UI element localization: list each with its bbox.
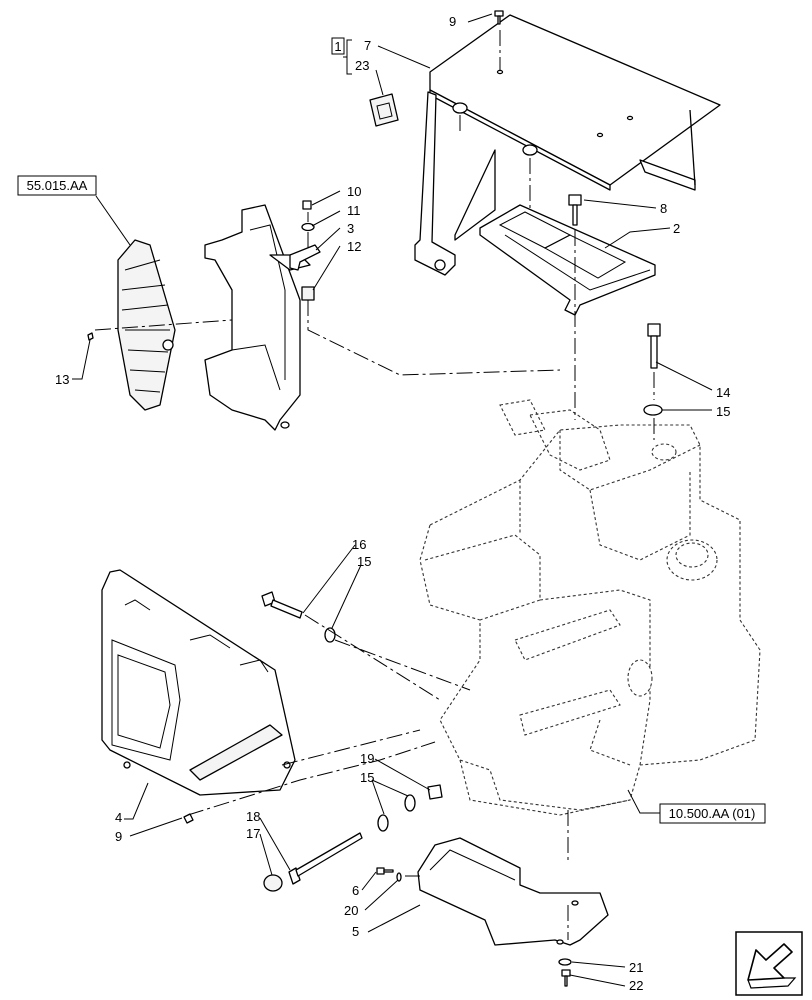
part-11-washer (301, 222, 315, 232)
kit-box: 1 7 23 (331, 37, 371, 73)
callout-14: 14 (716, 385, 730, 400)
callout-23: 23 (355, 58, 369, 73)
part-23-grommet (369, 93, 399, 127)
part-19-nut (427, 784, 443, 800)
callout-3: 3 (347, 221, 354, 236)
callout-11: 11 (347, 203, 361, 218)
callout-16: 16 (352, 537, 366, 552)
part-21-washer (558, 958, 572, 966)
part-20-washer (396, 872, 402, 882)
callouts: 9 10 11 3 12 8 2 13 14 15 16 15 4 9 19 1… (55, 14, 730, 993)
callout-17: 17 (246, 826, 260, 841)
callout-15-mid: 15 (357, 554, 371, 569)
reference-box-electrical[interactable]: 55.015.AA (17, 175, 97, 196)
callout-20: 20 (344, 903, 358, 918)
callout-15-right: 15 (716, 404, 730, 419)
part-7-cover-plate (414, 14, 721, 276)
reference-box-hydraulic[interactable]: 10.500.AA (01) (659, 803, 766, 824)
callout-5: 5 (352, 924, 359, 939)
reference-label-hydraulic[interactable]: 10.500.AA (01) (669, 806, 756, 821)
callout-8: 8 (660, 201, 667, 216)
callout-4: 4 (115, 810, 122, 825)
part-8-bolt (568, 194, 582, 226)
part-15-washer-right (643, 404, 663, 416)
part-15-washers-low (377, 794, 416, 832)
callout-22: 22 (629, 978, 643, 993)
arrow-back-icon[interactable] (735, 931, 803, 996)
center-lines (94, 30, 655, 940)
part-2-bracket (479, 204, 656, 316)
part-5-lower-guard (417, 837, 609, 946)
part-16-bolt (261, 591, 303, 619)
part-12-isolator (301, 286, 315, 301)
callout-9-top: 9 (449, 14, 456, 29)
module-bracket (204, 204, 311, 431)
callout-9-bottom: 9 (115, 829, 122, 844)
callout-21: 21 (629, 960, 643, 975)
callout-2: 2 (673, 221, 680, 236)
callout-13: 13 (55, 372, 69, 387)
part-3-bracket-tab (289, 244, 321, 271)
reference-label-electrical[interactable]: 55.015.AA (27, 178, 88, 193)
part-14-bolt (647, 323, 661, 369)
hydraulic-tank (419, 399, 761, 816)
part-10-bolt (302, 200, 312, 210)
part-18-bolt (288, 832, 363, 885)
callout-6: 6 (352, 883, 359, 898)
kit-box-label: 1 (334, 39, 341, 54)
callout-18: 18 (246, 809, 260, 824)
callout-12: 12 (347, 239, 361, 254)
callout-15-low: 15 (360, 770, 374, 785)
part-6-screw (376, 867, 394, 875)
part-15-washer-mid (324, 627, 336, 643)
callout-19: 19 (360, 751, 374, 766)
part-17-cap (263, 874, 283, 892)
part-9-screw-top (494, 10, 504, 25)
part-4-side-cover (101, 569, 296, 796)
part-22-screw (561, 969, 571, 987)
electrical-module (87, 239, 176, 411)
callout-7: 7 (364, 38, 371, 53)
leader-lines (72, 13, 713, 987)
callout-10: 10 (347, 184, 361, 199)
